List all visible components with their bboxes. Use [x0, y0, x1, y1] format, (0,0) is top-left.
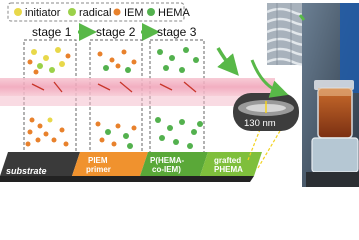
curved-arrow-stage3 — [216, 47, 239, 76]
legend-hema: HEMA — [158, 7, 190, 19]
grafted-label-2: PHEMA — [214, 165, 243, 174]
primer-label: primer — [86, 165, 111, 174]
scheme-svg: initiator radical IEM HEMA stage 1 stage… — [0, 2, 359, 187]
stirrer-base — [306, 172, 359, 187]
scale-label: 130 nm — [244, 118, 276, 129]
stage-2-label: stage 2 — [96, 25, 136, 39]
uv-light-shadow — [0, 96, 275, 106]
water-bath — [311, 137, 359, 173]
uv-light-band — [0, 78, 275, 96]
stage-1-label: stage 1 — [32, 25, 72, 39]
sem-inset: 130 nm — [233, 93, 299, 131]
base-edge — [0, 176, 254, 182]
stage-3-particles — [155, 47, 203, 149]
stage-labels: stage 1 stage 2 stage 3 — [32, 23, 197, 41]
grafted-label-1: grafted — [214, 156, 241, 165]
stage-3-label: stage 3 — [157, 25, 197, 39]
lab-photo — [298, 3, 359, 187]
grafted-layer — [200, 152, 262, 176]
copolymer-label-1: P(HEMA- — [150, 156, 185, 165]
radical-swatch — [68, 8, 76, 16]
figure-canvas: initiator radical IEM HEMA stage 1 stage… — [0, 2, 359, 187]
copolymer-label-2: co-IEM) — [152, 165, 181, 174]
hema-swatch — [147, 8, 155, 16]
substrate-label: substrate — [6, 166, 47, 176]
copolymer-layer — [140, 152, 208, 176]
legend-initiator: initiator — [25, 7, 61, 19]
legend: initiator radical IEM HEMA — [7, 2, 190, 22]
substrate-layer — [0, 152, 80, 176]
polymer-strands — [31, 81, 197, 93]
legend-iem: IEM — [124, 7, 144, 19]
piem-layer — [72, 152, 148, 176]
initiator-swatch — [14, 8, 22, 16]
stage-1-particles — [25, 47, 71, 147]
iem-swatch — [113, 8, 121, 16]
legend-box — [7, 2, 185, 22]
piem-label: PIEM — [88, 156, 108, 165]
legend-radical: radical — [79, 7, 111, 19]
base-layers — [0, 152, 262, 182]
stage-2-particles — [95, 49, 137, 149]
fabric-arrow — [250, 59, 289, 98]
